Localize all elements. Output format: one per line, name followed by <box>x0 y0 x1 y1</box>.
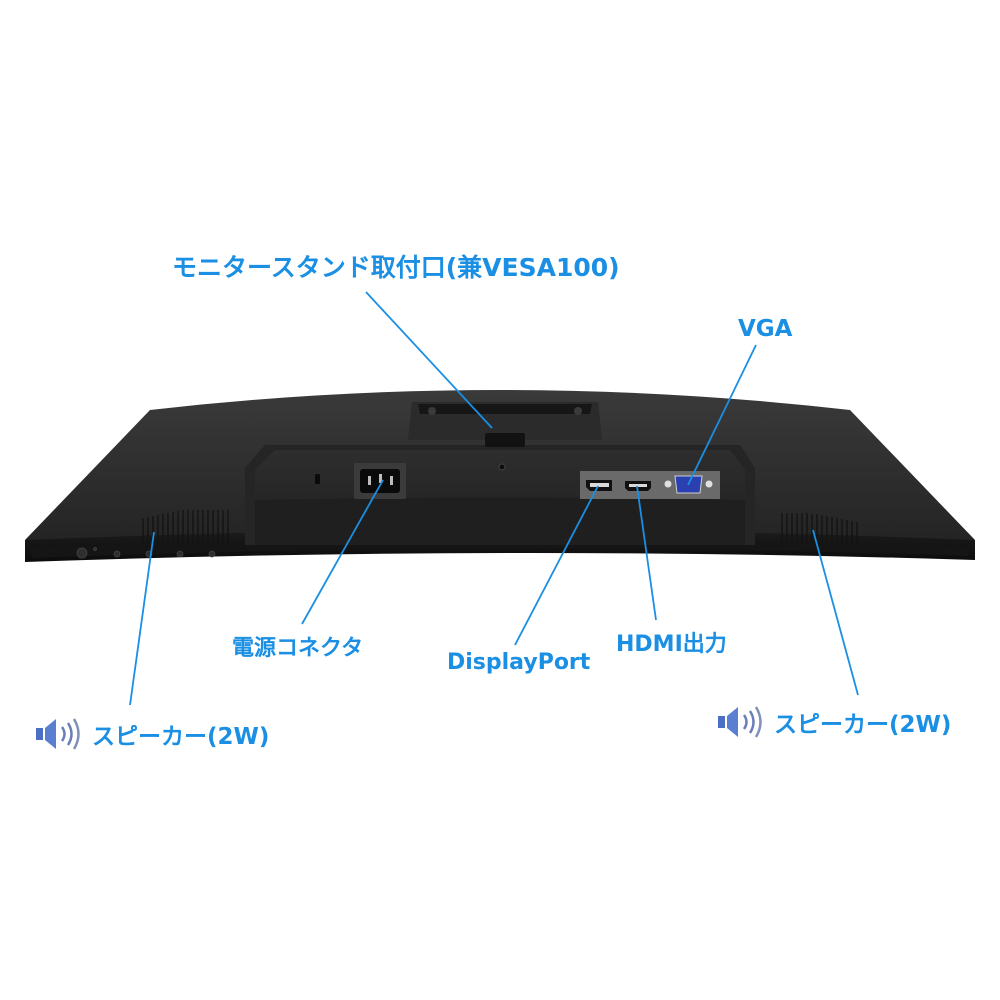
callout-power-connector: 電源コネクタ <box>232 636 364 661</box>
leader-power <box>301 479 384 625</box>
leader-speaker-left <box>129 531 155 706</box>
stand-mount <box>408 402 602 471</box>
leader-lines <box>129 291 859 706</box>
power-button <box>76 547 88 559</box>
leader-hdmi <box>636 485 657 621</box>
speaker-icon <box>36 718 80 750</box>
speaker-grille-left <box>142 510 229 543</box>
callout-hdmi: HDMI出力 <box>616 632 727 657</box>
callout-speaker-left: スピーカー(2W) <box>34 714 269 754</box>
security-lock-slot <box>315 474 320 484</box>
callout-speaker-right: スピーカー(2W) <box>716 702 951 742</box>
speaker-left-label: スピーカー(2W) <box>92 724 270 750</box>
leader-stand <box>365 291 493 429</box>
callout-vga: VGA <box>738 316 793 342</box>
leader-vga <box>687 344 757 486</box>
io-plate <box>580 471 720 499</box>
leader-displayport <box>514 485 599 646</box>
hdmi-port <box>625 481 651 491</box>
power-connector <box>354 463 406 499</box>
speaker-right-label: スピーカー(2W) <box>774 712 952 738</box>
leader-speaker-right <box>812 529 859 696</box>
callout-displayport: DisplayPort <box>447 650 591 675</box>
speaker-grille-right <box>781 513 858 543</box>
callout-stand-mount: モニタースタンド取付口(兼VESA100) <box>172 253 620 282</box>
displayport-port <box>586 480 612 491</box>
speaker-icon <box>718 706 762 738</box>
